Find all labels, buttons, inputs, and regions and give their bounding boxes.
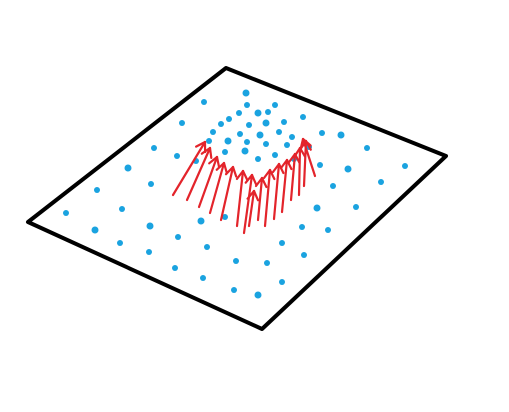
upward-arrow <box>262 168 276 228</box>
particle-dot <box>63 210 69 216</box>
particle-dot <box>265 109 271 115</box>
particle-dot <box>174 153 180 159</box>
upward-arrow <box>254 176 268 222</box>
particle-dot <box>279 240 285 246</box>
particle-dot <box>255 156 261 162</box>
particle-dot <box>119 206 125 212</box>
upward-arrow <box>185 146 213 202</box>
particle-dot <box>172 265 178 271</box>
particle-dot <box>151 145 157 151</box>
particle-dot <box>236 110 242 116</box>
particle-dot <box>319 130 325 136</box>
particle-dot <box>201 99 207 105</box>
particle-dot <box>289 134 295 140</box>
particle-dot <box>300 114 306 120</box>
upward-arrow <box>208 161 228 215</box>
particle-dot <box>353 204 359 210</box>
particle-dot <box>276 129 282 135</box>
upward-arrow <box>235 169 249 228</box>
particle-dot <box>244 102 250 108</box>
particle-dot <box>117 240 123 246</box>
particle-dot <box>200 275 206 281</box>
particle-dot <box>402 163 408 169</box>
particle-dot <box>264 260 270 266</box>
particle-dot <box>91 226 99 234</box>
particle-dot <box>337 131 345 139</box>
particle-dots <box>63 89 408 299</box>
particle-dot <box>231 287 237 293</box>
particle-dot <box>242 89 250 97</box>
particle-dot <box>284 142 290 148</box>
particle-dot <box>237 131 243 137</box>
particle-dot <box>146 249 152 255</box>
particle-dot <box>272 102 278 108</box>
upward-arrow <box>293 146 307 197</box>
particle-dot <box>206 138 212 144</box>
particle-dot <box>301 252 307 258</box>
upward-arrow <box>246 189 260 228</box>
particle-dot <box>222 149 228 155</box>
particle-dot <box>218 121 224 127</box>
upward-arrow <box>299 137 317 178</box>
particle-dot <box>244 139 250 145</box>
particle-dot <box>94 187 100 193</box>
particle-dot <box>364 145 370 151</box>
particle-dot <box>222 214 228 220</box>
particle-dot <box>330 183 336 189</box>
particle-dot <box>272 152 278 158</box>
particle-dot <box>256 131 264 139</box>
particle-dot <box>281 119 287 125</box>
upward-arrow <box>279 158 293 214</box>
upward-arrow <box>197 155 221 209</box>
particle-dot <box>175 234 181 240</box>
particle-dot <box>210 129 216 135</box>
particle-dot <box>148 181 154 187</box>
particle-dot <box>226 116 232 122</box>
sheet-outline <box>26 66 448 331</box>
particle-dot <box>262 119 270 127</box>
particle-dot <box>233 258 239 264</box>
particle-dot <box>179 120 185 126</box>
particle-dot <box>146 222 154 230</box>
upward-arrow <box>288 152 301 202</box>
particle-dot <box>246 122 252 128</box>
particle-dot <box>197 217 205 225</box>
particle-dot <box>254 109 262 117</box>
particle-dot <box>313 204 321 212</box>
upward-arrow <box>242 173 258 235</box>
particle-dot <box>344 165 352 173</box>
particle-dot <box>124 164 132 172</box>
particle-dot <box>224 137 232 145</box>
particle-dot <box>279 279 285 285</box>
particle-dot <box>254 291 262 299</box>
particle-dot <box>241 147 249 155</box>
particle-dot <box>325 227 331 233</box>
upward-arrow <box>219 165 238 222</box>
particle-dot <box>263 141 269 147</box>
particle-dot <box>378 179 384 185</box>
particle-dot <box>317 162 323 168</box>
particle-dot <box>204 244 210 250</box>
particle-dot <box>299 224 305 230</box>
upward-arrows <box>171 137 317 235</box>
